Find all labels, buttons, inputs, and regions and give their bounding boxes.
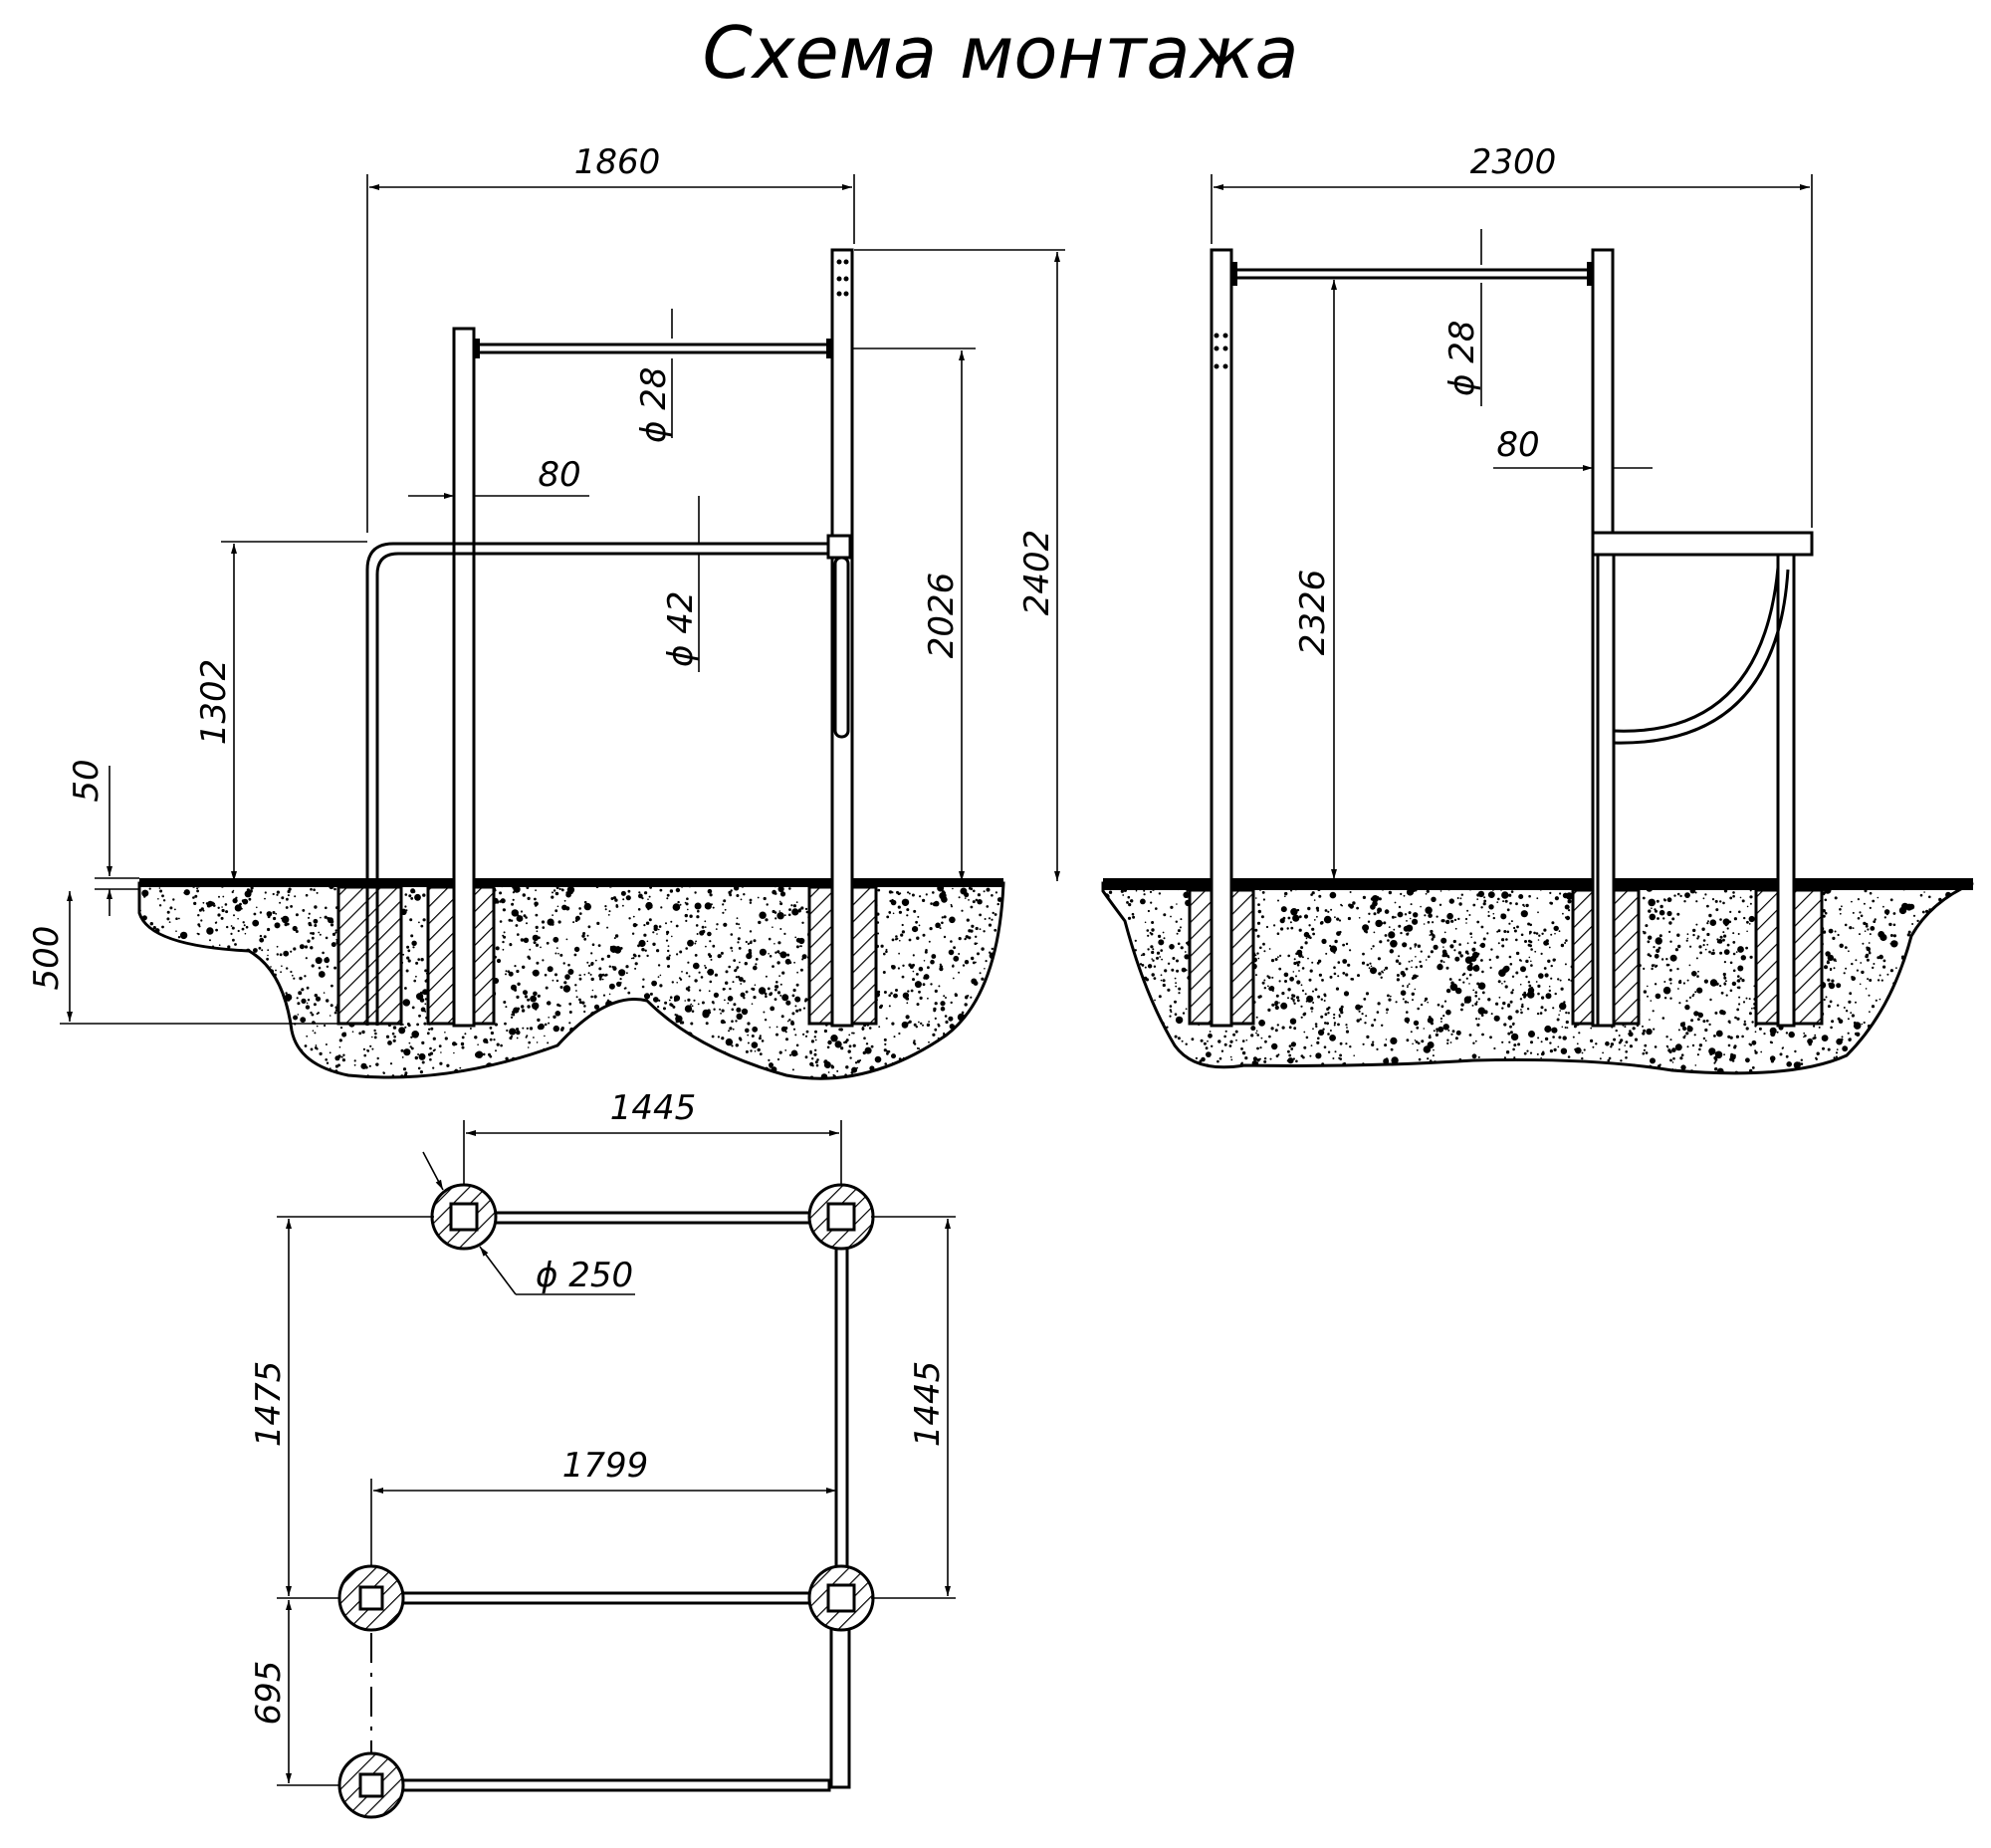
plan-foundation-4	[807, 1564, 875, 1632]
middle-post-front	[452, 327, 476, 1028]
plan-middle-bar	[399, 1591, 846, 1605]
plan-top-bar	[489, 1211, 836, 1225]
dim-side-bar-height: 2326	[1293, 570, 1333, 656]
plan-bottom-bar	[399, 1778, 831, 1792]
plan-view: 1445 ϕ 250 1475 1445 1799 695	[249, 1088, 956, 1819]
dim-front-post-size: 80	[538, 455, 580, 495]
dim-plan-foundation-diameter: ϕ 250	[536, 1256, 633, 1295]
dim-front-total-height: 2402	[1017, 530, 1057, 616]
dim-plan-top-spacing: 1445	[610, 1088, 697, 1128]
handrail-clamp-front	[826, 534, 852, 560]
dim-front-foundation-depth: 500	[27, 926, 67, 991]
plan-foundation-3	[337, 1564, 405, 1632]
dim-front-handrail-height: 1302	[194, 659, 234, 746]
plan-side-rail	[834, 1213, 849, 1600]
handrail-platform-side	[1591, 531, 1814, 557]
dim-front-bar-diameter: ϕ 28	[634, 367, 674, 444]
dim-plan-depth-right: 1445	[908, 1361, 948, 1448]
ground-line-side	[1103, 878, 1973, 890]
pullup-bar-side	[1229, 268, 1595, 280]
drawing-title: Схема монтажа	[703, 11, 1299, 95]
handrail-front	[365, 542, 834, 1026]
plan-foundation-1	[430, 1183, 498, 1251]
plan-foundation-5	[337, 1751, 405, 1819]
side-view: 2300 ϕ 28 80 2326	[1101, 142, 1974, 1075]
front-view: 1860 ϕ 28 80 ϕ 42 2026 2402 1302 50	[27, 142, 1065, 1080]
ground-line-front	[139, 878, 1003, 887]
dim-front-handrail-diameter: ϕ 42	[661, 591, 701, 668]
dim-front-bar-height: 2026	[922, 573, 962, 659]
footing-front-1	[336, 885, 403, 1026]
dim-plan-bar-length: 1799	[562, 1446, 649, 1486]
dim-plan-lower-spacing: 695	[249, 1661, 289, 1726]
plan-foundation-2	[807, 1183, 875, 1251]
dim-side-post-size: 80	[1496, 425, 1539, 465]
dim-plan-depth-left: 1475	[249, 1361, 289, 1448]
dim-side-width: 2300	[1470, 142, 1557, 182]
support-post-side	[1776, 553, 1796, 1028]
vertical-slot-front	[833, 556, 850, 739]
plan-lower-rail	[829, 1611, 851, 1789]
dim-side-bar-diameter: ϕ 28	[1442, 321, 1482, 397]
arc-brace-side	[1613, 567, 1780, 733]
left-post-side	[1210, 248, 1233, 1028]
dim-front-width: 1860	[574, 142, 661, 182]
dim-front-ground-offset: 50	[67, 759, 107, 802]
pullup-bar-front	[472, 343, 834, 354]
